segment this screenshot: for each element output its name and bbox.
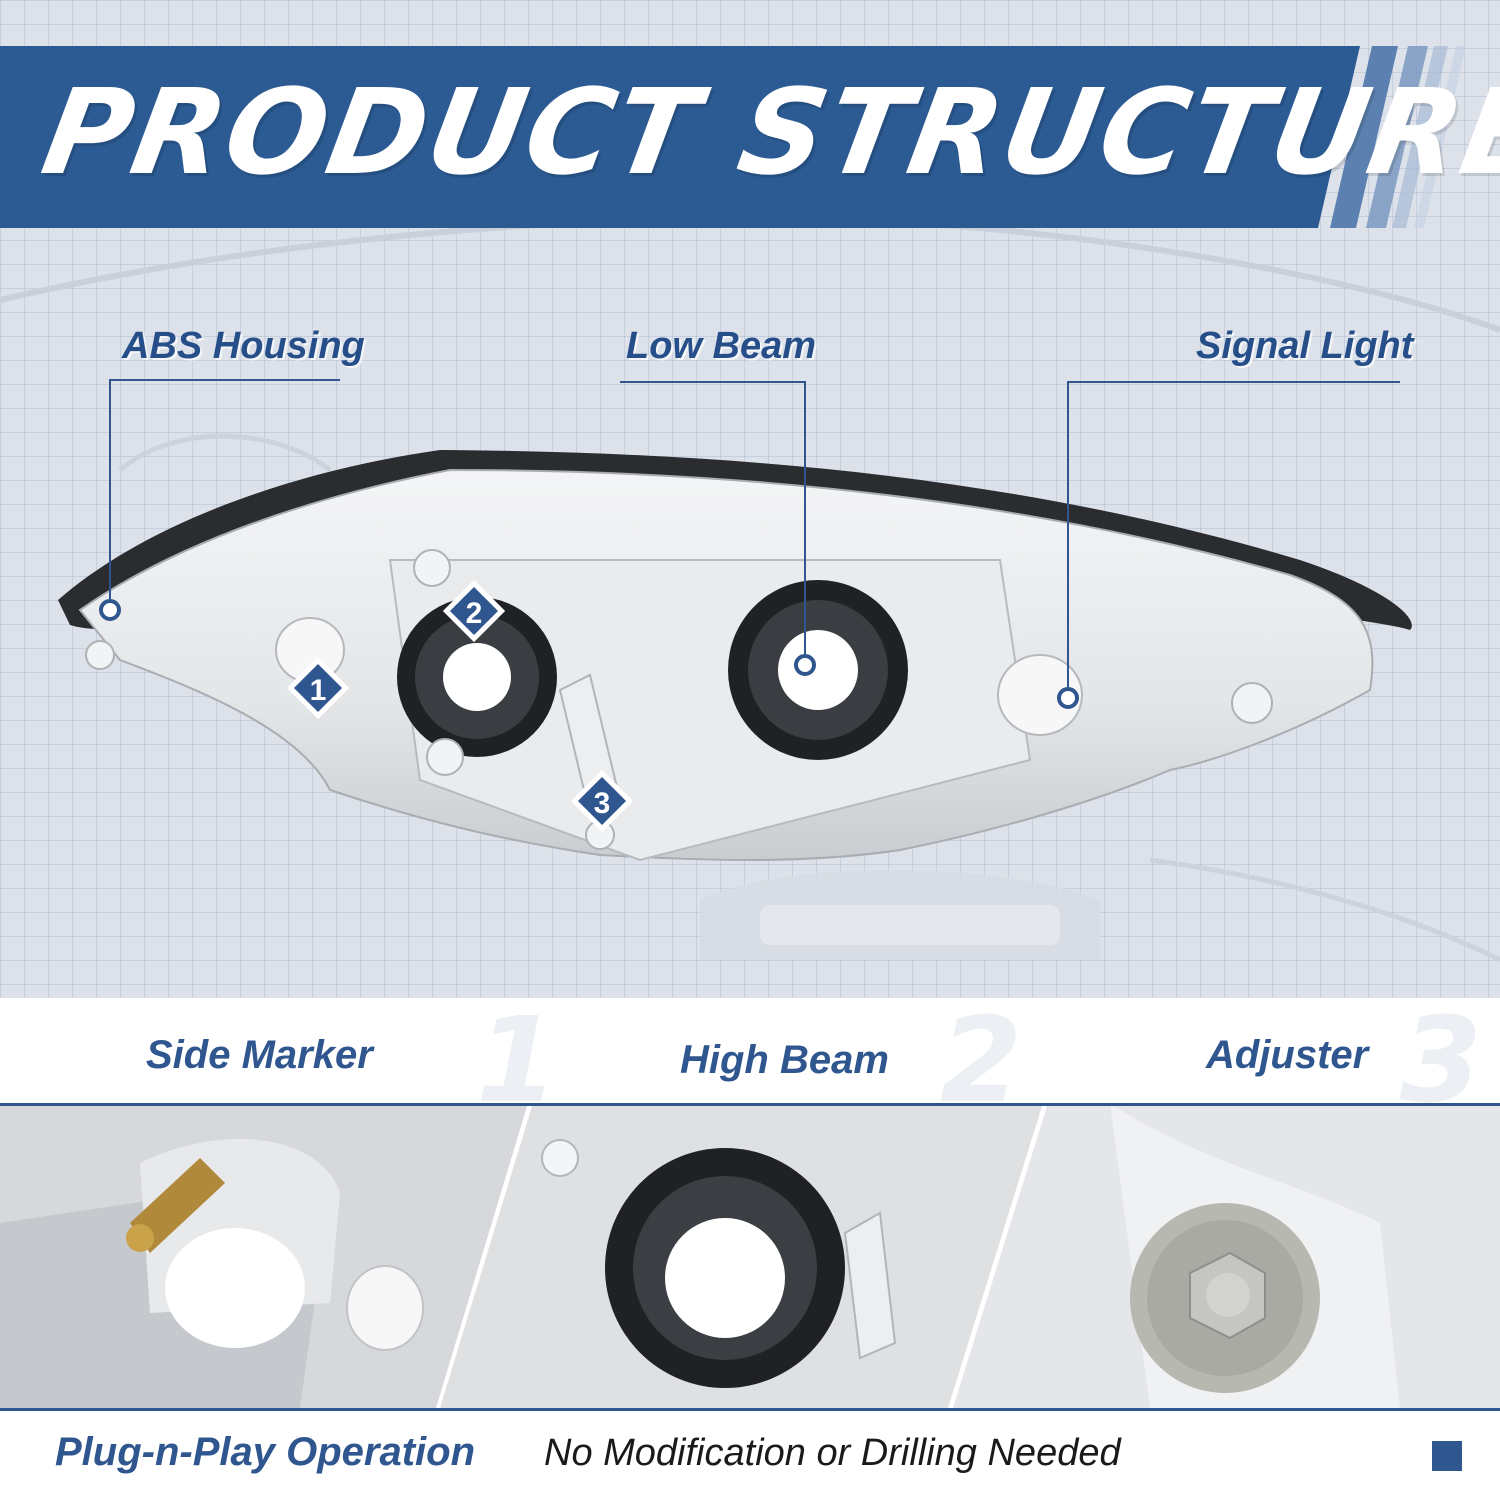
callout-abs-housing: ABS Housing: [122, 325, 365, 367]
feature-1-number: 1: [476, 991, 559, 1129]
header-banner: [0, 46, 1466, 228]
feature-2-number: 2: [940, 991, 1023, 1129]
badge-1: [286, 656, 350, 720]
badge-3-number: 3: [594, 787, 611, 820]
feature-detail-panels: [0, 1103, 1500, 1408]
footer-bar: [0, 1408, 1500, 1485]
feature-3-title: Adjuster: [1206, 1033, 1369, 1077]
feature-1-title: Side Marker: [146, 1033, 373, 1077]
abs-housing-marker: [99, 599, 121, 621]
callout-low-beam: Low Beam: [626, 325, 817, 367]
footer-tagline-strong: Plug-n-Play Operation: [55, 1430, 476, 1474]
headlamp-illustration: [58, 450, 1412, 862]
footer-tagline: No Modification or Drilling Needed: [544, 1432, 1121, 1474]
adjuster-closeup: [953, 1103, 1500, 1408]
footer-square-icon: [1432, 1441, 1462, 1471]
high-beam-closeup: [440, 1103, 1043, 1408]
callout-leaders: [99, 379, 1400, 709]
callout-signal-light: Signal Light: [1196, 325, 1414, 367]
feature-3-number: 3: [1400, 991, 1483, 1129]
badge-1-number: 1: [310, 674, 327, 707]
signal-light-marker: [1057, 687, 1079, 709]
footer-divider: [0, 1408, 1500, 1411]
low-beam-marker: [794, 654, 816, 676]
badge-2-number: 2: [466, 597, 483, 630]
feature-2-title: High Beam: [680, 1038, 889, 1082]
badge-3: [570, 769, 634, 833]
badge-2: [442, 579, 506, 643]
numbered-badges: 1 2 3: [286, 579, 634, 833]
feature-divider: [0, 1103, 1500, 1106]
side-marker-closeup: [0, 1103, 528, 1408]
